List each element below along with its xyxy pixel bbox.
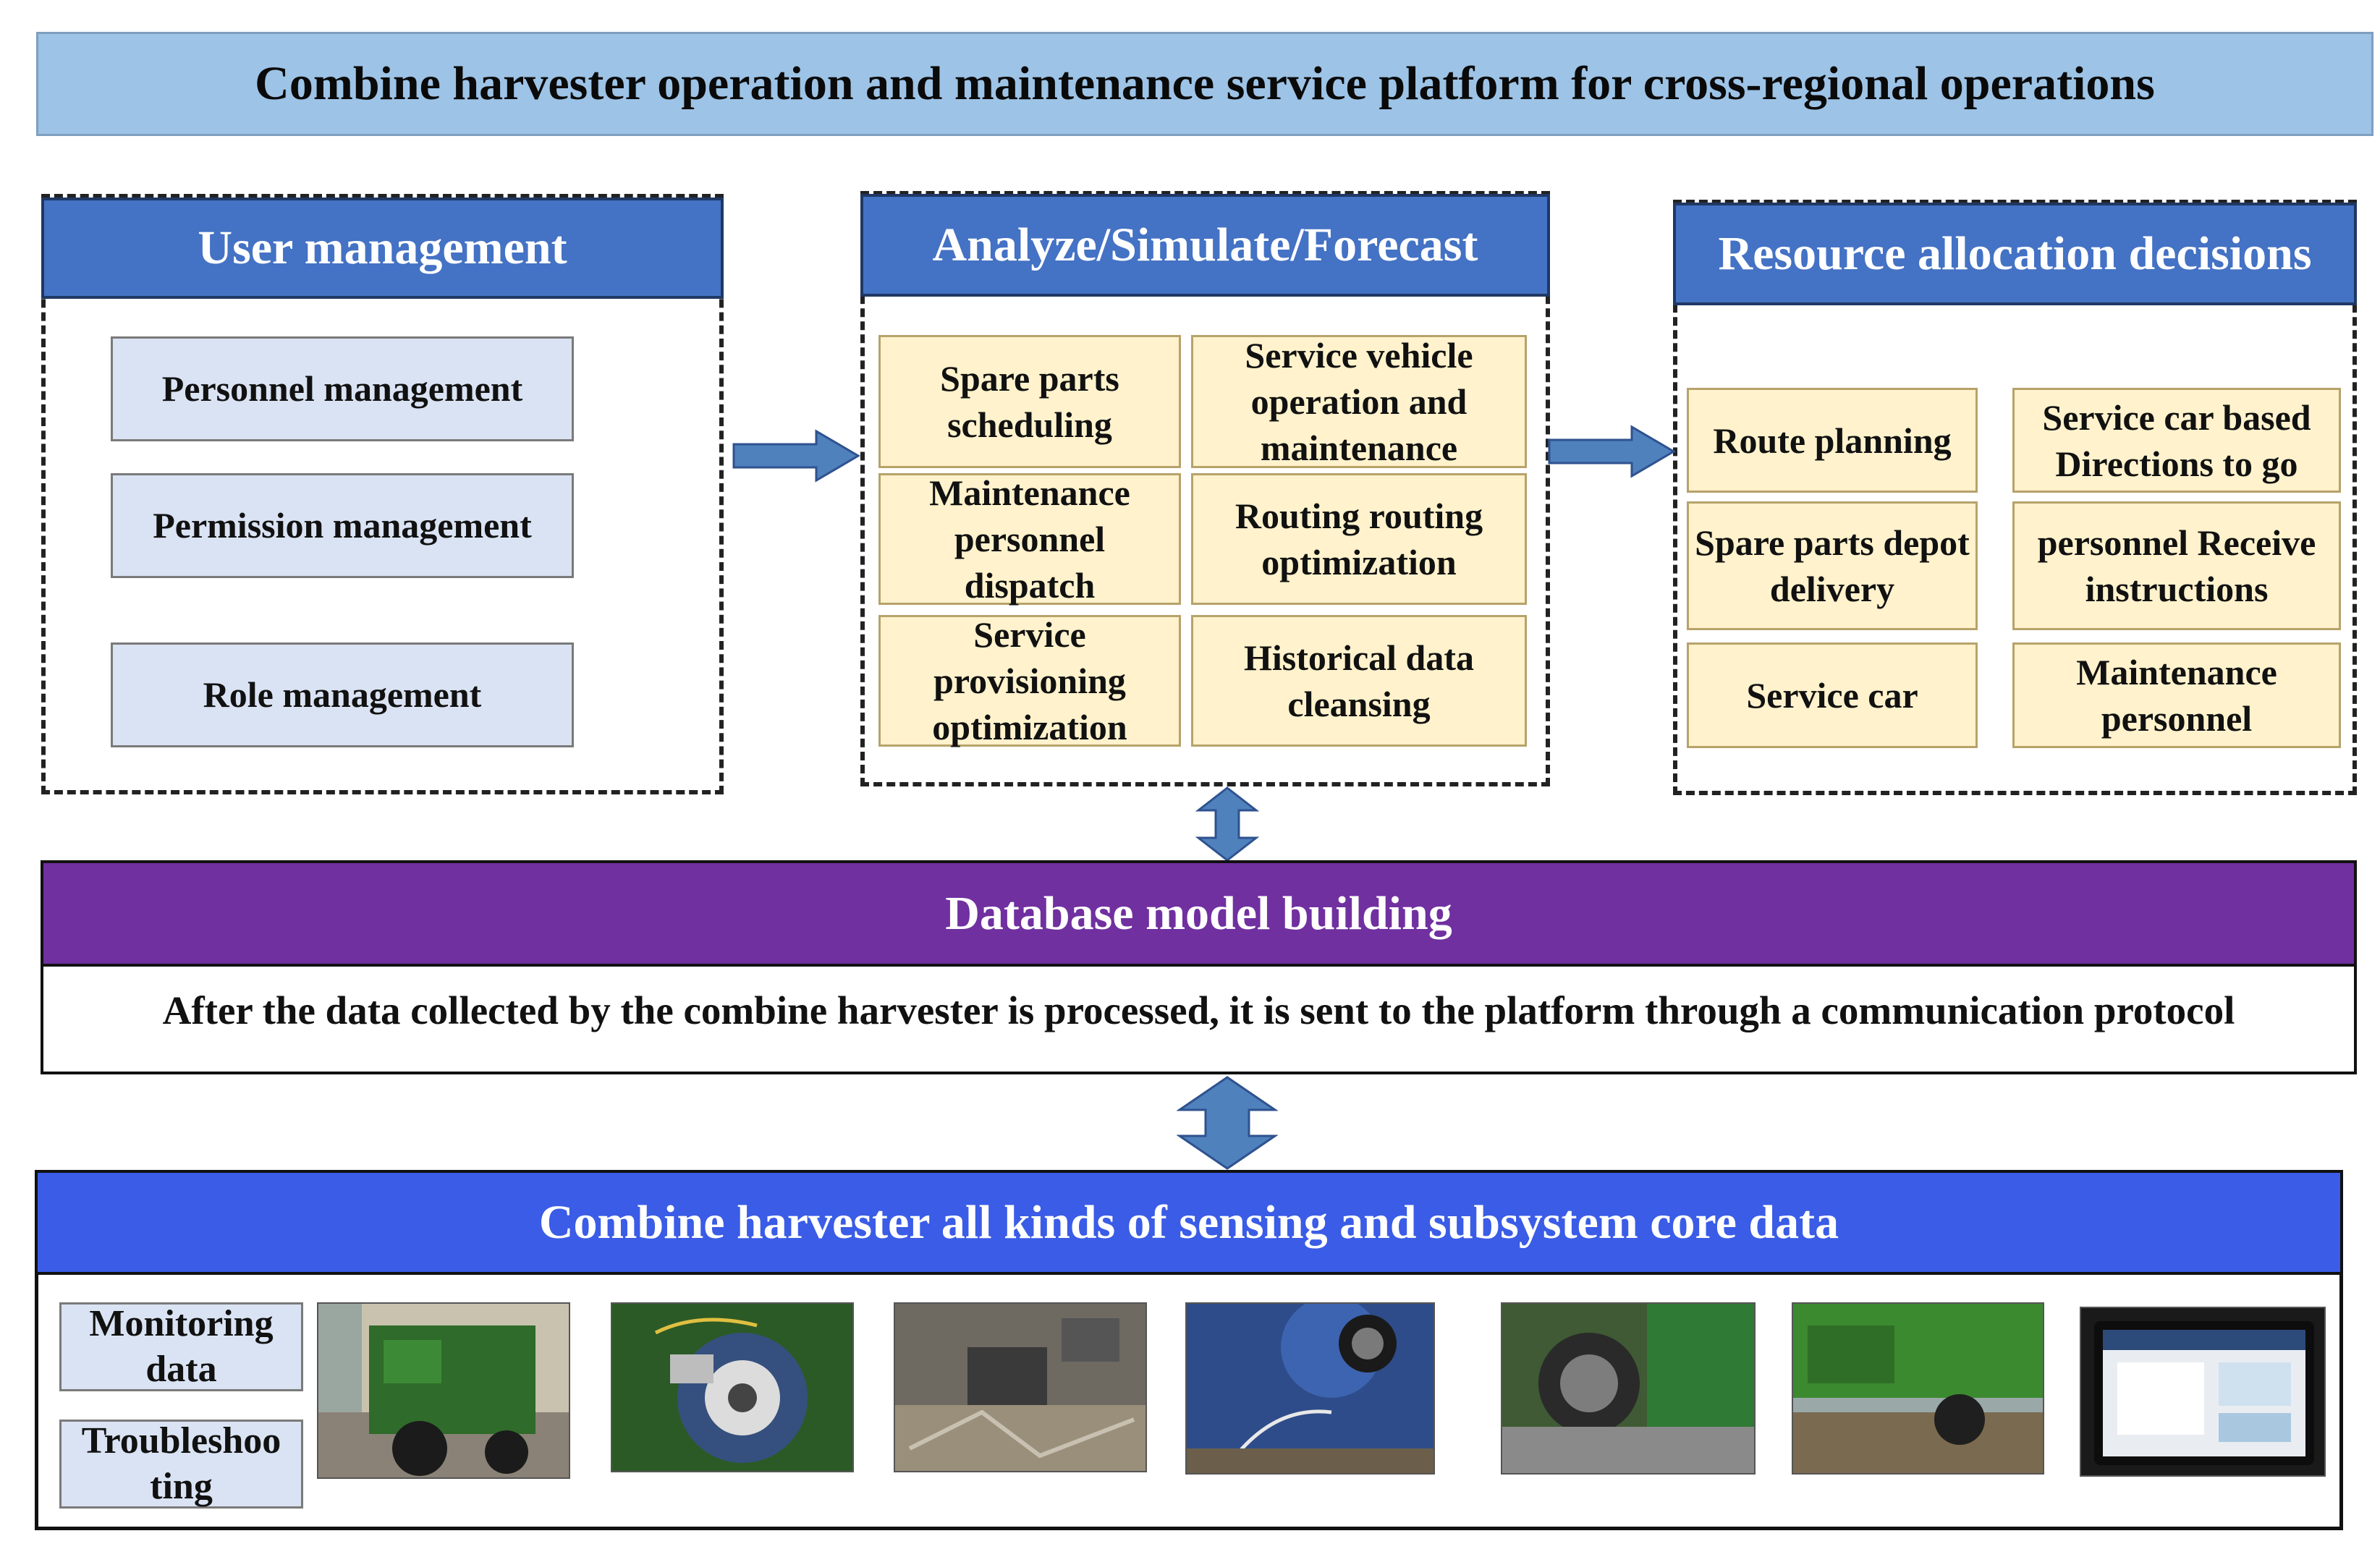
display-terminal-photo [2080,1307,2326,1477]
routing-optimization-box: Routing routing optimization [1191,473,1527,605]
service-car-directions-box: Service car based Directions to go [2012,388,2341,493]
right-arrow-icon [1548,425,1676,478]
database-note: After the data collected by the combine … [162,988,2235,1032]
chain-sprocket-photo [1501,1302,1756,1475]
sensing-header: Combine harvester all kinds of sensing a… [35,1170,2343,1275]
maintenance-personnel-box: Maintenance personnel [2012,642,2341,748]
harvester-side-photo [1792,1302,2044,1475]
user-management-panel [41,194,724,794]
user-management-header: User management [41,198,724,299]
sensor-mount-photo [894,1302,1147,1472]
personnel-management-box: Personnel management [111,336,574,441]
permission-management-box: Permission management [111,473,574,578]
sensor-wheel-photo [611,1302,854,1472]
maintenance-personnel-dispatch-box: Maintenance personnel dispatch [878,472,1181,606]
troubleshooting-label: Troubleshoo ting [59,1420,303,1509]
service-provisioning-optimization-box: Service provisioning optimization [878,614,1181,747]
right-arrow-icon [732,429,860,483]
route-planning-box: Route planning [1687,388,1978,493]
database-header: Database model building [41,860,2357,967]
historical-data-cleansing-box: Historical data cleansing [1191,615,1527,747]
drum-sensor-photo [1185,1302,1435,1475]
role-management-box: Role management [111,642,574,747]
spare-parts-scheduling-box: Spare parts scheduling [878,335,1181,468]
analyze-header: Analyze/Simulate/Forecast [860,194,1550,297]
up-down-arrow-icon [1177,1076,1278,1170]
up-down-arrow-icon [1195,786,1259,862]
resource-allocation-panel [1673,200,2357,795]
monitoring-data-label: Monitoring data [59,1302,303,1391]
analyze-panel [860,191,1550,786]
spare-parts-depot-delivery-box: Spare parts depot delivery [1687,501,1978,630]
harvester-photo [317,1302,570,1479]
service-vehicle-operation-box: Service vehicle operation and maintenanc… [1191,335,1527,468]
personnel-receive-instructions-box: personnel Receive instructions [2012,501,2341,630]
page-title: Combine harvester operation and maintena… [36,32,2373,136]
service-car-box: Service car [1687,642,1978,748]
resource-allocation-header: Resource allocation decisions [1673,203,2357,305]
